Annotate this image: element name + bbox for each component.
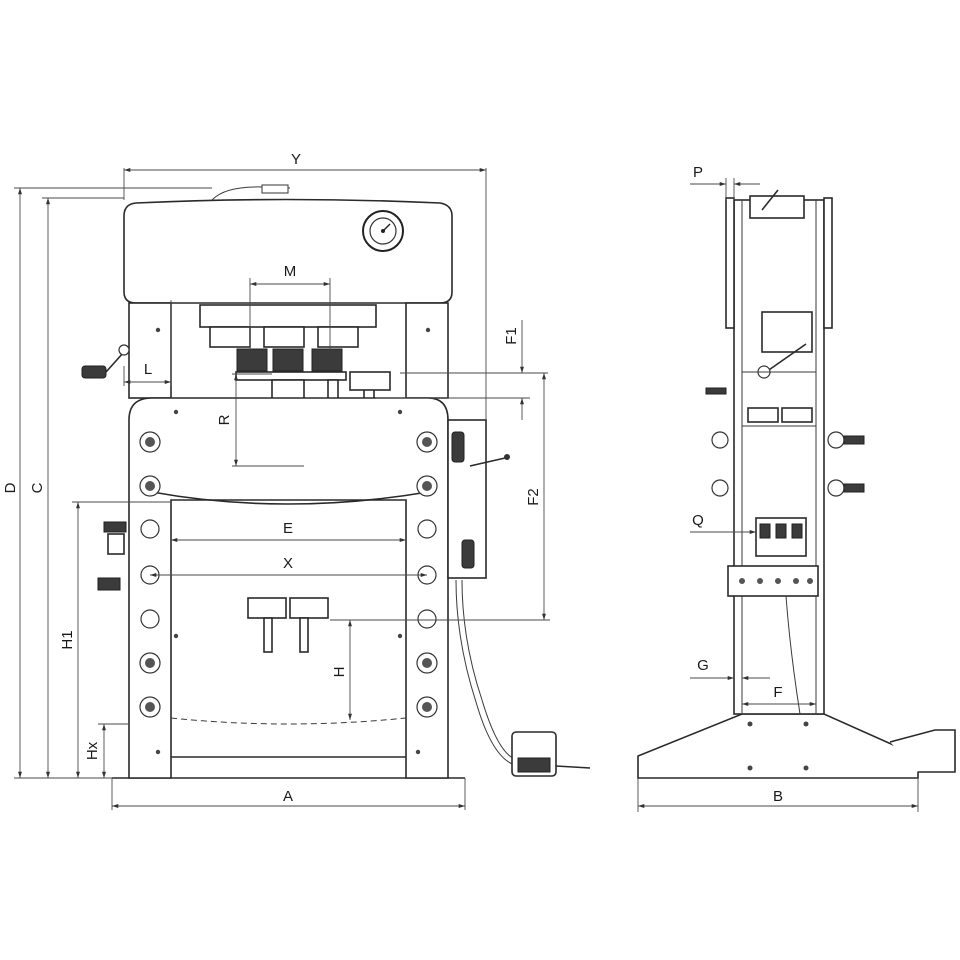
foot-pedal-icon [511,731,591,777]
side-view [637,178,956,812]
v-blocks [247,597,329,653]
label-M: M [284,263,297,280]
top-hose-fitting [261,184,289,194]
label-F2: F2 [525,488,542,506]
side-top-block [749,195,805,219]
label-Y: Y [291,151,301,168]
control-box [447,419,510,579]
label-C: C [29,482,46,493]
label-R: R [216,414,233,425]
base-bolts [747,721,809,771]
side-pins [705,387,865,497]
label-G: G [697,657,709,674]
side-dimensions [637,178,919,812]
label-H: H [331,667,348,678]
front-view [14,168,591,810]
side-lever [761,189,779,211]
pressure-gauge-icon [362,210,404,252]
label-P: P [693,164,703,181]
frame-dots [155,327,431,755]
label-F1: F1 [503,327,520,345]
label-X: X [283,555,293,572]
label-B: B [773,788,783,805]
label-E: E [283,520,293,537]
side-plate-left [725,197,735,329]
foot-pedal-side [889,729,956,773]
label-A: A [283,788,293,805]
pedal-hose [461,579,521,761]
pedal-hose-2 [455,579,521,767]
winch-handle-icon [81,344,130,379]
left-valves [97,521,127,591]
side-column [733,199,825,715]
label-F: F [773,684,782,701]
label-L: L [144,361,152,378]
bolster-curve [151,491,429,505]
side-plate-right [823,197,833,329]
side-valves [755,517,807,557]
dashed-bed-curve [170,717,407,725]
label-D: D [2,482,19,493]
right-column-upper [405,302,449,399]
left-column-upper [128,302,172,399]
side-hose [785,595,801,715]
lower-frame [128,397,449,779]
side-base [637,713,919,779]
label-Q: Q [692,512,704,529]
label-Hx: Hx [84,741,101,760]
top-crown [123,198,453,304]
dimension-labels: Y M D C L R F1 F2 E X H H1 Hx A P Q G F … [2,151,783,805]
front-dimensions [14,168,550,810]
label-H1: H1 [59,630,76,649]
